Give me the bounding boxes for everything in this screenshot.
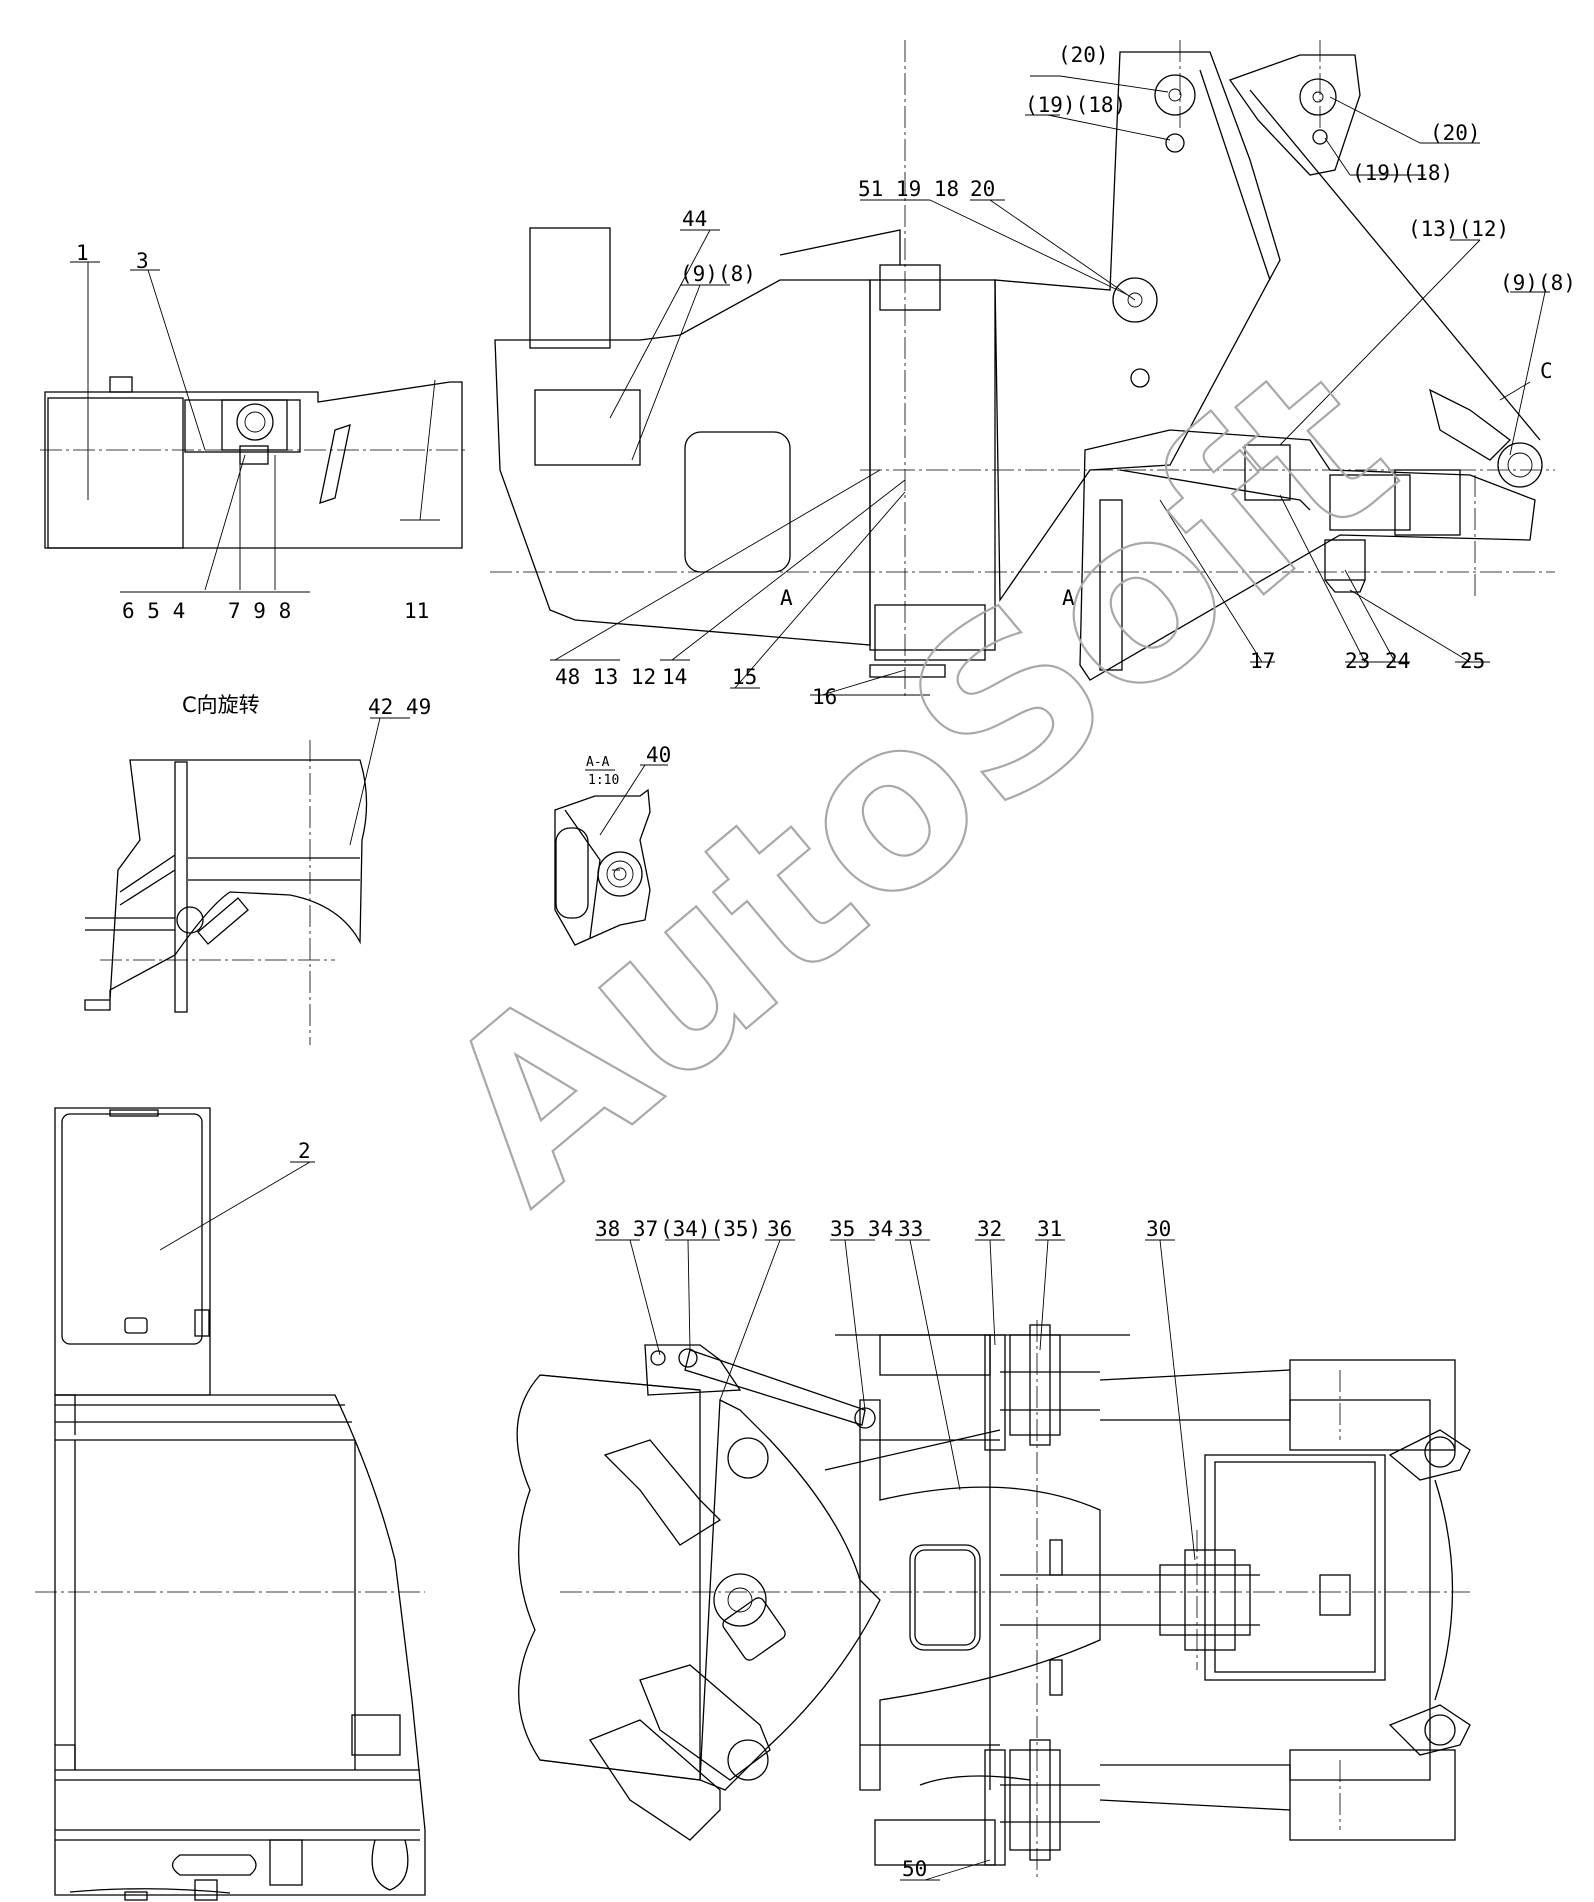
- label-14: 14: [662, 665, 687, 689]
- label-view-c-arrow: C: [1540, 359, 1553, 383]
- label-51-19-18: 51 19 18: [858, 177, 959, 201]
- watermark-autosoft: AutoSoft: [394, 313, 1442, 1252]
- view-c-rotated: [84, 717, 410, 1045]
- label-42-49: 42 49: [368, 695, 431, 719]
- label-16: 16: [812, 685, 837, 709]
- label-15: 15: [732, 665, 757, 689]
- label-31: 31: [1037, 1217, 1062, 1241]
- label-11: 11: [404, 599, 429, 623]
- view-articulated-frame-top: [516, 1239, 1471, 1881]
- label-7-9-8: 7 9 8: [228, 599, 291, 623]
- label-3: 3: [136, 249, 149, 273]
- section-a-a: [554, 764, 668, 946]
- labels-section-a-a: A-A 1:10 40: [586, 743, 671, 788]
- label-25: 25: [1460, 649, 1485, 673]
- label-p9-p8-a: (9)(8): [680, 262, 756, 286]
- label-p20-b: (20): [1430, 121, 1481, 145]
- labels-rear-frame-top: 2: [298, 1139, 311, 1163]
- label-44: 44: [682, 207, 707, 231]
- label-38-37: 38 37: [595, 1217, 658, 1241]
- view-c-title: C向旋转: [182, 693, 260, 717]
- label-17: 17: [1250, 649, 1275, 673]
- label-2: 2: [298, 1139, 311, 1163]
- label-1: 1: [76, 241, 89, 265]
- label-48-13-12: 48 13 12: [555, 665, 656, 689]
- labels-articulated-frame-top: 38 37 (34)(35) 36 35 34 33 32 31 30 50: [595, 1217, 1171, 1881]
- label-30: 30: [1146, 1217, 1171, 1241]
- label-23: 23: [1345, 649, 1370, 673]
- label-p34-p35: (34)(35): [660, 1217, 761, 1241]
- label-20: 20: [970, 177, 995, 201]
- label-50: 50: [902, 1857, 927, 1881]
- labels-front-frame-side: (20) (19)(18) (20) (19)(18) 51 19 18 20 …: [555, 43, 1576, 709]
- label-section-a-right: A: [1062, 586, 1075, 610]
- label-p20-a: (20): [1058, 43, 1109, 67]
- section-scale: 1:10: [588, 773, 619, 788]
- view-rear-frame-top: [35, 1107, 426, 1901]
- label-section-a-left: A: [780, 586, 793, 610]
- label-p19-p18-b: (19)(18): [1352, 161, 1453, 185]
- label-40: 40: [646, 743, 671, 767]
- labels-view-c: C向旋转 42 49: [182, 693, 431, 719]
- labels-tank-detail: 1 3 11 6 5 4 7 9 8: [76, 241, 429, 623]
- label-32: 32: [977, 1217, 1002, 1241]
- section-title: A-A: [586, 755, 610, 770]
- label-24: 24: [1385, 649, 1410, 673]
- label-6-5-4: 6 5 4: [122, 599, 185, 623]
- label-p9-p8-b: (9)(8): [1500, 271, 1576, 295]
- label-p13-p12: (13)(12): [1408, 217, 1509, 241]
- label-35-34: 35 34: [830, 1217, 893, 1241]
- view-front-frame-side: [490, 40, 1555, 700]
- label-36: 36: [767, 1217, 792, 1241]
- label-p19-p18-a: (19)(18): [1025, 93, 1126, 117]
- view-tank-detail: [40, 261, 465, 593]
- label-33: 33: [898, 1217, 923, 1241]
